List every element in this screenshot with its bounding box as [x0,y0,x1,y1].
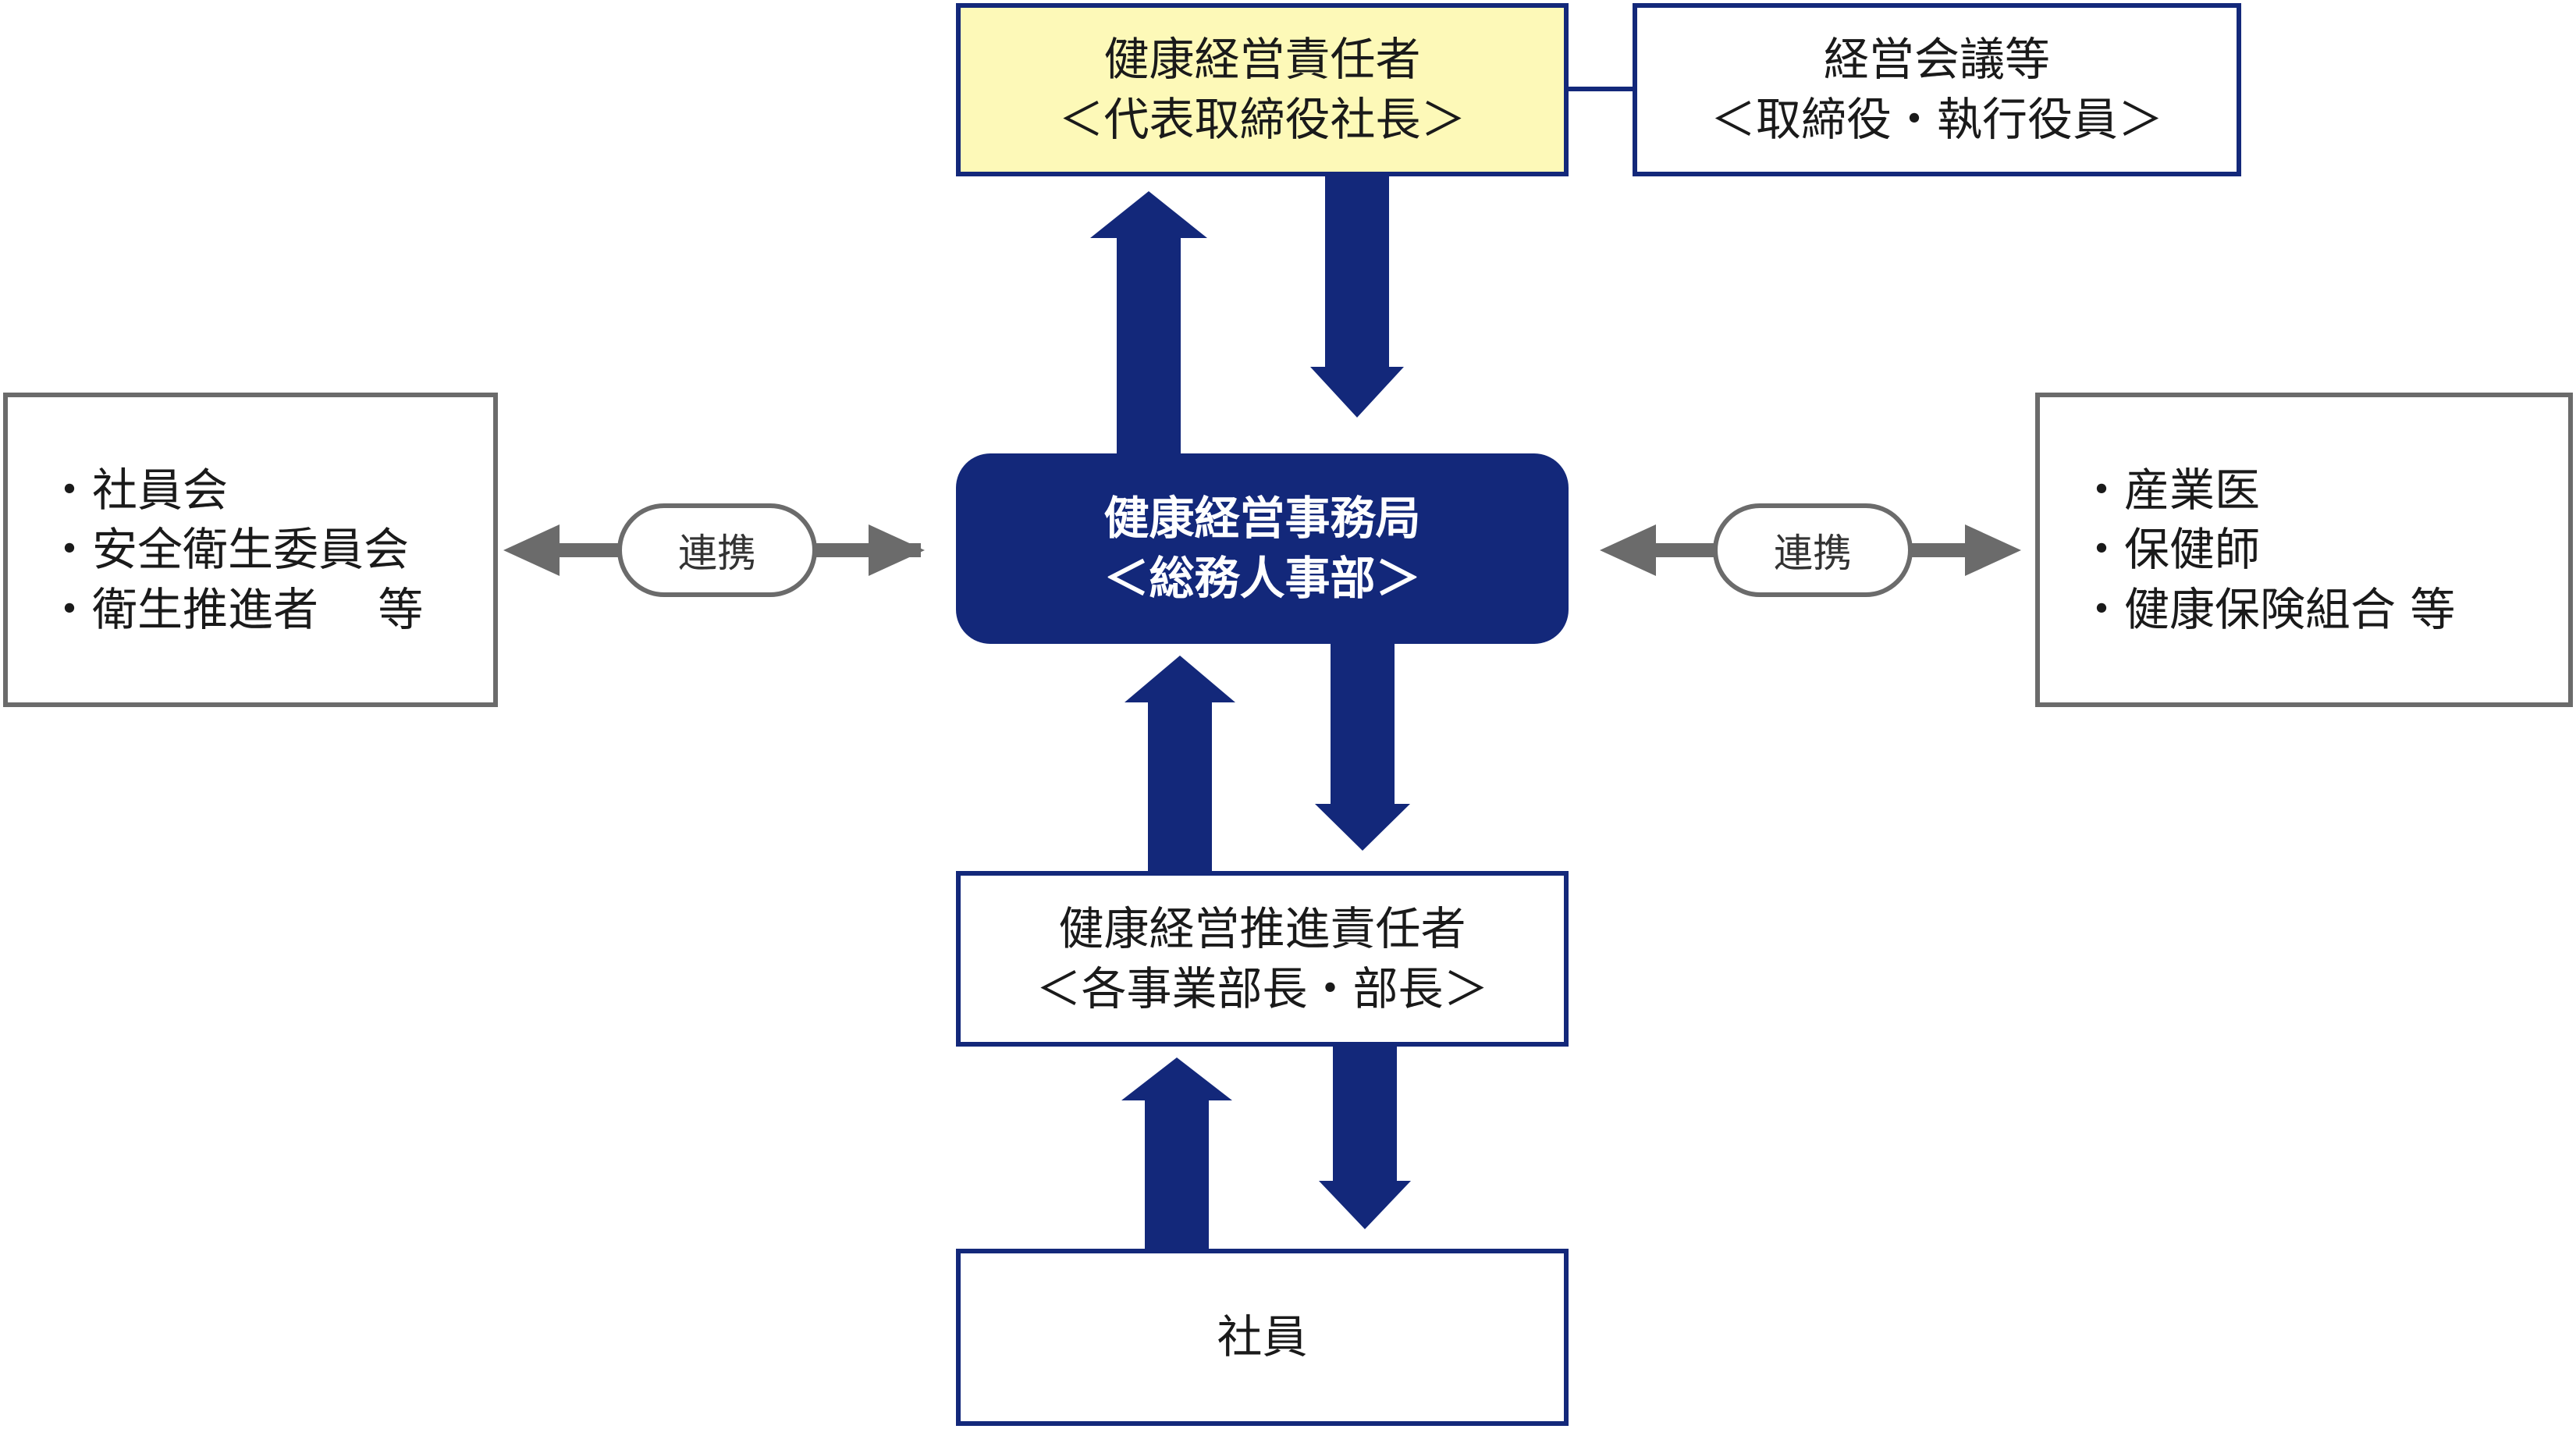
right-partners-box: ・産業医 ・保健師 ・健康保険組合 等 [2035,393,2573,707]
promotion-subtitle: ＜各事業部長・部長＞ [1036,962,1489,1015]
left-partners-box: ・社員会 ・安全衛生委員会 ・衛生推進者 等 [3,393,498,707]
arrow-up-to-lower [1121,1058,1232,1249]
office-subtitle: ＜総務人事部＞ [1103,552,1421,605]
right-item-1: ・産業医 [2079,463,2261,517]
meeting-subtitle: ＜取締役・執行役員＞ [1710,93,2163,146]
right-item-2: ・保健師 [2079,523,2261,577]
meeting-title: 経営会議等 [1823,33,2050,87]
arrow-down-to-bottom [1319,1042,1411,1229]
left-item-2: ・安全衛生委員会 [47,523,410,577]
health-management-officer-box: 健康経営責任者 ＜代表取締役社長＞ [956,3,1569,176]
officer-title: 健康経営責任者 [1103,33,1421,87]
officer-subtitle: ＜代表取締役社長＞ [1058,93,1466,146]
office-title: 健康経営事務局 [1103,492,1421,546]
left-item-3: ・衛生推進者 等 [47,582,424,636]
employees-label: 社員 [1217,1310,1308,1364]
right-item-3: ・健康保険組合 等 [2079,582,2456,636]
link-pill-right: 連携 [1713,503,1913,597]
link-pill-right-label: 連携 [1774,531,1852,576]
promotion-officer-box: 健康経営推進責任者 ＜各事業部長・部長＞ [956,871,1569,1047]
link-pill-left: 連携 [617,503,817,597]
arrow-down-to-center [1310,173,1404,418]
employees-box: 社員 [956,1249,1569,1426]
arrow-down-to-lower [1315,640,1410,851]
arrow-up-to-top [1090,191,1207,453]
link-pill-left-label: 連携 [678,531,756,576]
promotion-title: 健康経営推進責任者 [1058,901,1466,955]
management-meeting-box: 経営会議等 ＜取締役・執行役員＞ [1633,3,2241,176]
arrow-up-to-center [1125,656,1235,871]
left-item-1: ・社員会 [47,463,229,517]
health-office-box: 健康経営事務局 ＜総務人事部＞ [956,453,1569,644]
